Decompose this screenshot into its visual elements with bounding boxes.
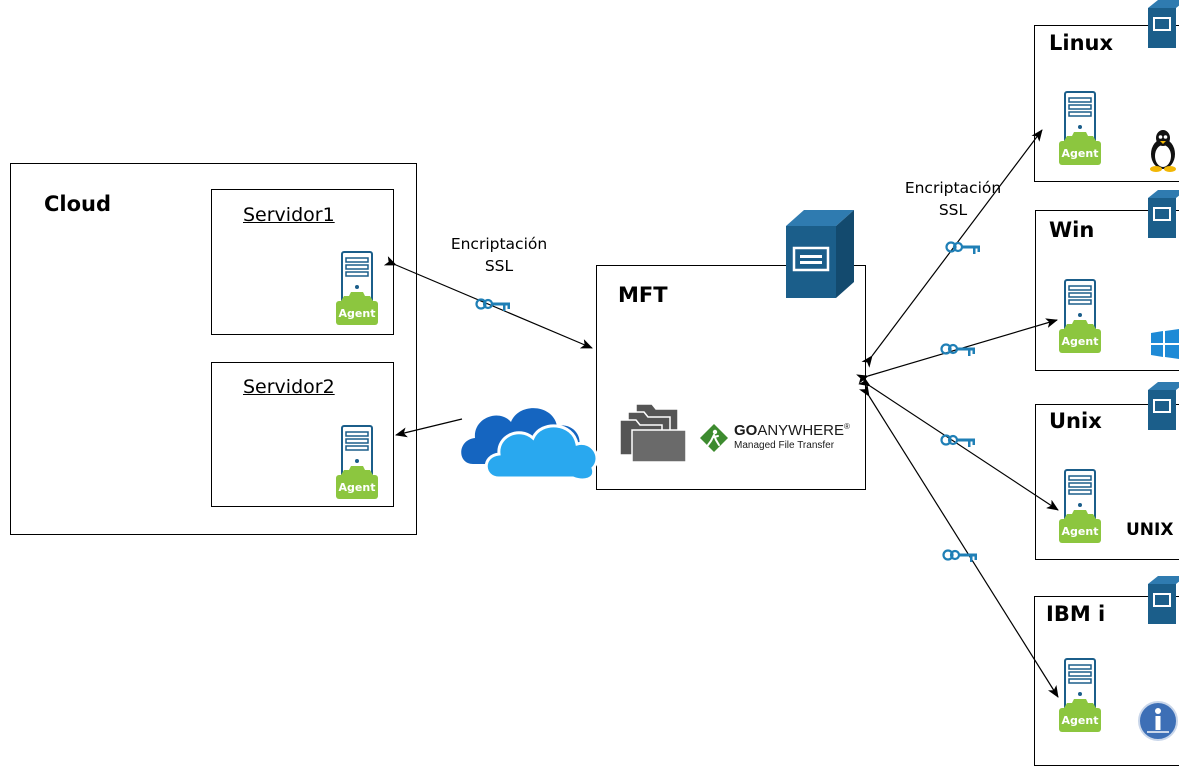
tux-icon <box>1150 130 1176 172</box>
key-icon <box>942 549 977 562</box>
agent-label: Agent <box>1061 525 1099 538</box>
goanywhere-logo: GOANYWHERE® Managed File Transfer <box>700 422 860 456</box>
walker-icon <box>700 424 728 452</box>
win-label: Win <box>1049 218 1095 242</box>
agent-icon: Agent <box>335 425 379 501</box>
agent-icon: Agent <box>1058 91 1102 167</box>
servidor1-label: Servidor1 <box>243 204 335 226</box>
goanywhere-subtitle: Managed File Transfer <box>734 440 835 451</box>
agent-icon: Agent <box>1058 279 1102 355</box>
encryption-line1: Encriptación <box>450 235 548 253</box>
mft-label: MFT <box>618 283 668 307</box>
goanywhere-title: GOANYWHERE® <box>734 422 850 439</box>
unix-logo: UNIX <box>1126 520 1174 540</box>
servidor2-label: Servidor2 <box>243 376 335 398</box>
key-icon <box>475 298 510 311</box>
rack-server-icon <box>1148 576 1179 624</box>
agent-label: Agent <box>1061 147 1099 160</box>
agent-icon: Agent <box>1058 658 1102 734</box>
goanywhere-title-bold: GO <box>734 422 758 439</box>
agent-label: Agent <box>1061 335 1099 348</box>
ibm-i-icon <box>1138 701 1178 741</box>
cloud-label: Cloud <box>44 192 112 216</box>
encryption-line1: Encriptación <box>904 179 1002 197</box>
arrow-mft-servidor2 <box>395 418 463 438</box>
key-icon <box>940 343 975 356</box>
key-icon <box>940 434 975 447</box>
agent-label: Agent <box>338 307 376 320</box>
arrow-servidor1-mft <box>383 256 593 349</box>
encryption-line2: SSL <box>938 201 968 219</box>
goanywhere-title-rest: ANYWHERE <box>757 422 845 439</box>
encryption-line2: SSL <box>484 257 514 275</box>
rack-server-icon <box>1148 190 1179 238</box>
windows-icon <box>1151 329 1179 359</box>
key-icon <box>945 241 980 254</box>
arrow-mft-ibmi <box>858 384 1059 698</box>
folder-icon <box>619 403 687 463</box>
encryption-label-right: Encriptación SSL <box>891 177 1015 221</box>
agent-icon: Agent <box>335 251 379 327</box>
agent-label: Agent <box>338 481 376 494</box>
goanywhere-reg: ® <box>844 422 850 431</box>
agent-icon: Agent <box>1058 469 1102 545</box>
rack-server-icon <box>1148 0 1179 48</box>
mft-server-icon <box>786 210 854 298</box>
rack-server-icon <box>1148 382 1179 430</box>
cloud-icon <box>461 408 599 482</box>
agent-label: Agent <box>1061 714 1099 727</box>
linux-label: Linux <box>1049 31 1114 55</box>
encryption-label-left: Encriptación SSL <box>437 233 561 277</box>
